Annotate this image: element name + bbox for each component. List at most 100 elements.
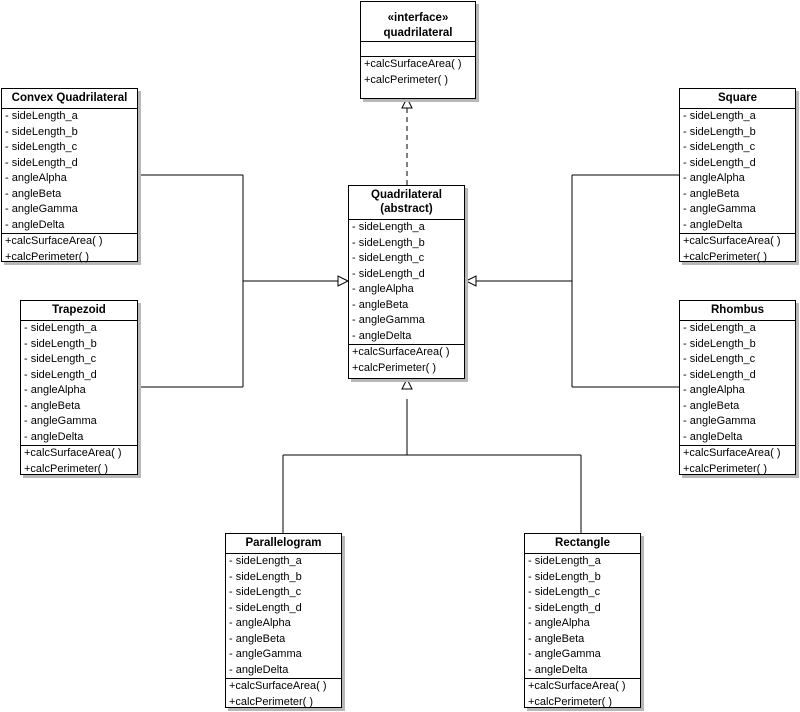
method-row: +calcPerimeter( ) bbox=[683, 250, 768, 263]
attribute-row: - angleAlpha bbox=[229, 617, 291, 629]
attribute-row: - angleAlpha bbox=[352, 283, 414, 295]
interface-attributes bbox=[361, 42, 475, 56]
method-row: +calcSurfaceArea( ) bbox=[528, 680, 626, 692]
attribute-row: - angleBeta bbox=[683, 399, 740, 412]
attribute-row: - angleBeta bbox=[528, 632, 585, 645]
class-header: Trapezoid bbox=[21, 301, 137, 321]
attribute-row: - sideLength_b bbox=[229, 570, 302, 583]
class-header: Convex Quadrilateral bbox=[2, 89, 137, 109]
class-rectangle[interactable]: Rectangle - sideLength_a - sideLength_b … bbox=[524, 533, 641, 708]
method-row: +calcSurfaceArea( ) bbox=[352, 346, 450, 358]
attribute-row: - angleAlpha bbox=[24, 384, 86, 396]
method-row: +calcSurfaceArea( ) bbox=[5, 235, 103, 247]
attribute-row: - sideLength_d bbox=[528, 601, 601, 614]
method-row: +calcSurfaceArea( ) bbox=[24, 447, 122, 459]
attribute-row: - angleDelta bbox=[352, 329, 412, 342]
attribute-row: - sideLength_a bbox=[683, 322, 756, 334]
realization-arrowhead bbox=[401, 96, 413, 109]
class-rhombus[interactable]: Rhombus - sideLength_a - sideLength_b - … bbox=[679, 300, 796, 475]
attribute-row: - sideLength_c bbox=[229, 586, 302, 598]
method-row: +calcPerimeter( ) bbox=[352, 361, 437, 374]
attribute-row: - sideLength_a bbox=[683, 110, 756, 122]
attribute-row: - sideLength_c bbox=[5, 141, 78, 153]
attribute-row: - angleDelta bbox=[683, 218, 743, 231]
method-row: +calcSurfaceArea( ) bbox=[683, 235, 781, 247]
class-square[interactable]: Square - sideLength_a - sideLength_b - s… bbox=[679, 88, 796, 265]
class-name: Trapezoid bbox=[52, 304, 106, 316]
method-row: +calcSurfaceArea( ) bbox=[364, 58, 462, 70]
method-list: +calcSurfaceArea( ) +calcPerimeter( ) bbox=[349, 344, 464, 376]
attribute-row: - angleAlpha bbox=[528, 617, 590, 629]
interface-quadrilateral[interactable]: «interface» quadrilateral +calcSurfaceAr… bbox=[360, 1, 476, 99]
attribute-row: - sideLength_d bbox=[5, 156, 78, 169]
class-name: Parallelogram bbox=[245, 537, 322, 549]
attribute-row: - angleGamma bbox=[5, 203, 78, 215]
interface-methods: +calcSurfaceArea( ) +calcPerimeter( ) bbox=[361, 56, 475, 88]
class-header: Square bbox=[680, 89, 795, 109]
attribute-row: - sideLength_a bbox=[229, 555, 302, 567]
attribute-row: - angleBeta bbox=[683, 187, 740, 200]
method-list: +calcSurfaceArea( ) +calcPerimeter( ) bbox=[525, 678, 640, 710]
attribute-row: - angleAlpha bbox=[5, 172, 67, 184]
attribute-row: - angleDelta bbox=[5, 218, 65, 231]
method-list: +calcSurfaceArea( ) +calcPerimeter( ) bbox=[680, 445, 795, 477]
generalization-arrowhead-right bbox=[464, 275, 477, 287]
attribute-row: - sideLength_d bbox=[352, 267, 425, 280]
attribute-row: - sideLength_b bbox=[24, 337, 97, 350]
method-row: +calcPerimeter( ) bbox=[364, 73, 449, 86]
attribute-row: - angleBeta bbox=[24, 399, 81, 412]
method-row: +calcSurfaceArea( ) bbox=[683, 447, 781, 459]
attribute-row: - sideLength_a bbox=[5, 110, 78, 122]
attribute-row: - sideLength_a bbox=[352, 221, 425, 233]
class-name: Square bbox=[718, 92, 757, 104]
method-list: +calcSurfaceArea( ) +calcPerimeter( ) bbox=[680, 233, 795, 265]
attribute-row: - angleAlpha bbox=[683, 384, 745, 396]
method-row: +calcPerimeter( ) bbox=[528, 695, 613, 708]
attribute-list: - sideLength_a - sideLength_b - sideLeng… bbox=[525, 554, 640, 678]
attribute-list: - sideLength_a - sideLength_b - sideLeng… bbox=[680, 321, 795, 445]
class-quadrilateral-abstract[interactable]: Quadrilateral (abstract) - sideLength_a … bbox=[348, 185, 465, 379]
attribute-row: - angleBeta bbox=[5, 187, 62, 200]
class-name: Rhombus bbox=[710, 304, 765, 316]
attribute-row: - sideLength_a bbox=[24, 322, 97, 334]
method-row: +calcPerimeter( ) bbox=[229, 695, 314, 708]
generalization-arrowhead-left bbox=[337, 275, 350, 287]
attribute-row: - sideLength_d bbox=[24, 368, 97, 381]
class-subtitle: (abstract) bbox=[380, 203, 433, 215]
interface-header: «interface» quadrilateral bbox=[361, 2, 475, 42]
attribute-row: - angleBeta bbox=[352, 298, 409, 311]
class-name: Rectangle bbox=[555, 537, 610, 549]
interface-stereotype: «interface» bbox=[387, 12, 449, 24]
attribute-row: - sideLength_c bbox=[683, 141, 756, 153]
class-trapezoid[interactable]: Trapezoid - sideLength_a - sideLength_b … bbox=[20, 300, 138, 475]
class-header: Rhombus bbox=[680, 301, 795, 321]
attribute-row: - angleGamma bbox=[229, 648, 302, 660]
attribute-row: - angleGamma bbox=[528, 648, 601, 660]
class-name: Quadrilateral bbox=[371, 189, 442, 201]
attribute-row: - angleGamma bbox=[24, 415, 97, 427]
class-parallelogram[interactable]: Parallelogram - sideLength_a - sideLengt… bbox=[225, 533, 342, 708]
attribute-row: - sideLength_b bbox=[528, 570, 601, 583]
attribute-row: - angleDelta bbox=[24, 430, 84, 443]
attribute-row: - sideLength_d bbox=[683, 368, 756, 381]
class-header: Rectangle bbox=[525, 534, 640, 554]
class-convex-quadrilateral[interactable]: Convex Quadrilateral - sideLength_a - si… bbox=[1, 88, 138, 265]
attribute-list: - sideLength_a - sideLength_b - sideLeng… bbox=[21, 321, 137, 445]
generalization-arrowhead-bottom bbox=[401, 377, 413, 390]
class-name: Convex Quadrilateral bbox=[11, 92, 128, 104]
attribute-row: - sideLength_d bbox=[683, 156, 756, 169]
class-header: Quadrilateral (abstract) bbox=[349, 186, 464, 220]
attribute-row: - angleAlpha bbox=[683, 172, 745, 184]
attribute-row: - angleGamma bbox=[352, 314, 425, 326]
attribute-row: - sideLength_a bbox=[528, 555, 601, 567]
attribute-row: - angleBeta bbox=[229, 632, 286, 645]
class-header: Parallelogram bbox=[226, 534, 341, 554]
method-list: +calcSurfaceArea( ) +calcPerimeter( ) bbox=[2, 233, 137, 265]
attribute-row: - sideLength_b bbox=[5, 125, 78, 138]
method-row: +calcPerimeter( ) bbox=[683, 462, 768, 475]
method-list: +calcSurfaceArea( ) +calcPerimeter( ) bbox=[226, 678, 341, 710]
interface-name: quadrilateral bbox=[383, 27, 453, 39]
method-list: +calcSurfaceArea( ) +calcPerimeter( ) bbox=[21, 445, 137, 477]
attribute-row: - angleGamma bbox=[683, 415, 756, 427]
